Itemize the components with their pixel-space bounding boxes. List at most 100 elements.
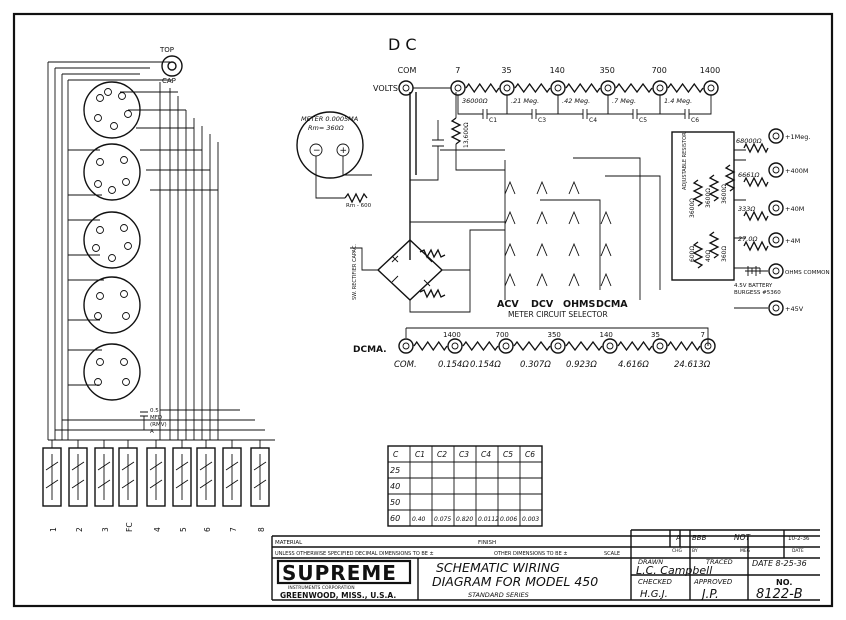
switch-number: 5	[179, 527, 188, 532]
table-cell: 50	[390, 498, 400, 507]
svg-text:OHMS: OHMS	[563, 299, 595, 310]
svg-text:3600Ω: 3600Ω	[705, 188, 712, 208]
svg-text:600Ω: 600Ω	[689, 246, 696, 262]
svg-text:A: A	[150, 429, 154, 435]
table-header: C6	[525, 450, 535, 459]
ohms-output-terminal	[768, 263, 784, 279]
volts-capacitor	[607, 95, 661, 119]
dcma-range-label: 350	[548, 331, 561, 339]
svg-text:(RMV): (RMV)	[150, 422, 167, 428]
selector-contact	[600, 272, 612, 287]
svg-text:ACV: ACV	[497, 299, 519, 310]
volts-resistor-value: 36000Ω	[462, 97, 488, 105]
tube-socket-1	[83, 81, 141, 139]
svg-text:DCMA: DCMA	[596, 299, 628, 310]
svg-text:3600Ω: 3600Ω	[689, 198, 696, 218]
dcma-range-label: 140	[600, 331, 613, 339]
meter: METER 0.0005MA Rm= 360Ω − + Rm - 600	[296, 111, 372, 209]
dcma-terminal-6	[700, 338, 716, 354]
svg-text:TOP: TOP	[159, 46, 174, 54]
volts-resistor-3	[565, 82, 601, 94]
volts-range-label: 1400	[700, 66, 720, 75]
volts-resistor-value: 1.4 Meg.	[664, 97, 692, 105]
dcma-range-label: 1400	[443, 331, 461, 339]
ohms-output-terminal	[768, 200, 784, 216]
selector-contact	[536, 210, 548, 225]
table-cell: 40	[390, 482, 400, 491]
svg-text:360Ω: 360Ω	[721, 246, 728, 262]
checked-by-signature: H.G.J.	[640, 589, 668, 600]
svg-text:TRACED: TRACED	[706, 558, 733, 566]
table-header: C4	[481, 450, 491, 459]
switch-number: 1	[49, 527, 58, 532]
svg-text:FINISH: FINISH	[478, 540, 496, 546]
dcma-label: DCMA.	[353, 345, 387, 355]
switch-number: 4	[153, 527, 162, 532]
selector-contact	[568, 272, 580, 287]
selector-contact	[568, 180, 580, 195]
svg-text:DATE: DATE	[792, 548, 804, 554]
table-header: C	[393, 450, 399, 459]
ohms-output-terminal	[768, 232, 784, 248]
dcma-terminal-0	[398, 338, 414, 354]
svg-text:UNLESS OTHERWISE SPECIFIED DEC: UNLESS OTHERWISE SPECIFIED DECIMAL DIMEN…	[275, 551, 434, 557]
company-logo-box	[276, 559, 412, 585]
table-cell: 0.075	[434, 516, 451, 523]
volts-range-label: 700	[652, 66, 667, 75]
drawing-border	[12, 12, 834, 608]
svg-text:DATE 8-25-36: DATE 8-25-36	[752, 559, 807, 568]
switch-number: 8	[257, 527, 266, 532]
ohms-resistor	[743, 210, 769, 222]
volts-range-label: 350	[600, 66, 615, 75]
ohms-output-label: +400M	[785, 167, 808, 175]
volts-terminal-3	[550, 80, 566, 96]
selector-contact	[536, 180, 548, 195]
svg-text:METER 0.0005MA: METER 0.0005MA	[301, 115, 358, 123]
volts-terminal-1	[450, 80, 466, 96]
ohms-resistor-value: 6661Ω	[738, 171, 760, 179]
svg-text:SCALE: SCALE	[604, 551, 620, 557]
volts-capacitor-label: C3	[538, 117, 546, 124]
svg-text:0.5: 0.5	[150, 408, 159, 414]
dcma-terminal-2	[498, 338, 514, 354]
svg-text:Rm - 600: Rm - 600	[346, 203, 372, 209]
tube-socket-3	[83, 211, 141, 269]
title-block: MATERIAL FINISH UNLESS OTHERWISE SPECIFI…	[271, 529, 820, 602]
volts-resistor-value: .21 Meg.	[511, 97, 539, 105]
company-logo: SUPREME	[282, 561, 397, 585]
dcma-shunt-resistor	[413, 340, 448, 352]
rectifier-bridge: SW. RECTIFIER CAPAC.	[350, 221, 505, 313]
table-header: C2	[437, 450, 447, 459]
volts-label: VOLTS	[373, 84, 398, 93]
ohms-resistor	[743, 142, 769, 154]
svg-text:13,600Ω: 13,600Ω	[463, 122, 470, 148]
selector-contact	[600, 210, 612, 225]
table-header: C3	[459, 450, 469, 459]
volts-range-label: 140	[550, 66, 565, 75]
volts-capacitor	[659, 95, 712, 119]
svg-text:CHECKED: CHECKED	[638, 578, 672, 586]
svg-text:MATERIAL: MATERIAL	[275, 540, 303, 546]
dcma-shunt-value: 24.613Ω	[674, 360, 711, 370]
table-header: C1	[415, 450, 425, 459]
svg-text:APPROVED: APPROVED	[693, 578, 733, 586]
switch-number: 2	[75, 527, 84, 532]
svg-text:GREENWOOD, MISS., U.S.A.: GREENWOOD, MISS., U.S.A.	[280, 591, 396, 600]
volts-resistor-2	[514, 82, 551, 94]
volts-terminal-2	[499, 80, 515, 96]
dcma-shunt-resistor	[462, 340, 499, 352]
volts-capacitor	[457, 95, 508, 119]
approved-by-signature: J.P.	[700, 587, 719, 601]
ohms-output-label: +45V	[785, 305, 804, 313]
switch-number: 7	[229, 527, 238, 532]
svg-text:ADJUSTABLE RESISTOR: ADJUSTABLE RESISTOR	[682, 132, 688, 190]
selector-contact	[504, 242, 516, 257]
table-cell: 0.40	[412, 516, 426, 523]
svg-text:3600Ω: 3600Ω	[721, 184, 728, 204]
selector-contact	[504, 180, 516, 195]
dcma-range-label: 700	[496, 331, 509, 339]
